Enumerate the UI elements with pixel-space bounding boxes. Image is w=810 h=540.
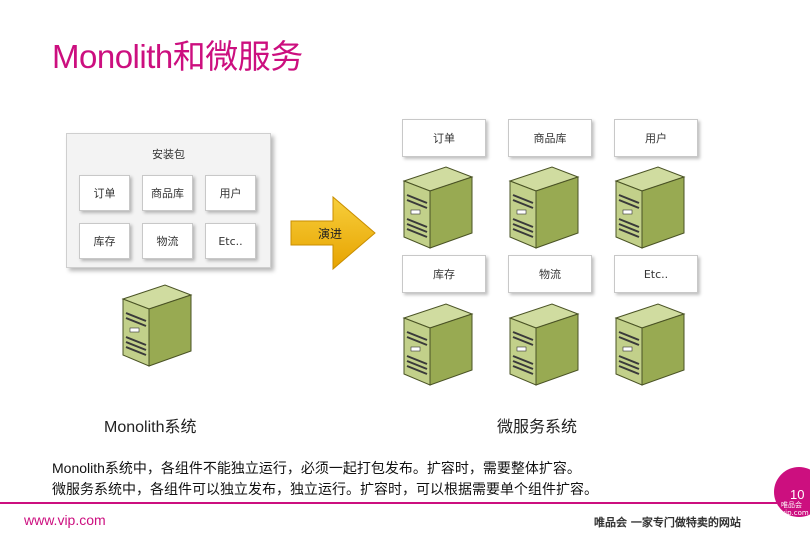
install-package-box: 安装包 订单 商品库 用户 库存 物流 Etc.. [66, 133, 271, 268]
monolith-caption: Monolith系统 [104, 419, 197, 436]
footer-slogan: 唯品会 一家专门做特卖的网站 [594, 516, 741, 529]
service-etc: Etc.. [614, 255, 698, 293]
server-icon-inventory [402, 302, 474, 387]
brand-name-cn: 唯品会 [781, 501, 802, 509]
module-order: 订单 [79, 175, 130, 211]
module-inventory: 库存 [79, 223, 130, 259]
page-badge: 10 唯品会 vip.com [774, 467, 810, 517]
service-inventory: 库存 [402, 255, 486, 293]
module-logistics: 物流 [142, 223, 193, 259]
service-logistics: 物流 [508, 255, 592, 293]
evolve-arrow-icon [290, 195, 376, 271]
microservices-caption: 微服务系统 [497, 419, 578, 436]
description-monolith: Monolith系统中，各组件不能独立运行，必须一起打包发布。扩容时，需要整体扩… [52, 460, 581, 476]
brand-name-en: vip.com [781, 509, 809, 517]
module-product-catalog: 商品库 [142, 175, 193, 211]
service-product-catalog: 商品库 [508, 119, 592, 157]
page-number: 10 [790, 487, 805, 502]
service-order: 订单 [402, 119, 486, 157]
server-icon-etc [614, 302, 686, 387]
footer-url: www.vip.com [24, 512, 106, 528]
install-package-label: 安装包 [152, 148, 185, 161]
module-user: 用户 [205, 175, 256, 211]
monolith-server-icon [121, 283, 193, 368]
server-icon-product-catalog [508, 165, 580, 250]
footer-divider [0, 502, 810, 504]
module-etc: Etc.. [205, 223, 256, 259]
evolve-arrow-label: 演进 [318, 227, 343, 241]
brand-logo: 唯品会 vip.com [781, 501, 809, 517]
service-user: 用户 [614, 119, 698, 157]
server-icon-logistics [508, 302, 580, 387]
slide-title: Monolith和微服务 [52, 38, 303, 75]
description-microservices: 微服务系统中，各组件可以独立发布，独立运行。扩容时，可以根据需要单个组件扩容。 [52, 481, 598, 497]
server-icon-order [402, 165, 474, 250]
server-icon-user [614, 165, 686, 250]
